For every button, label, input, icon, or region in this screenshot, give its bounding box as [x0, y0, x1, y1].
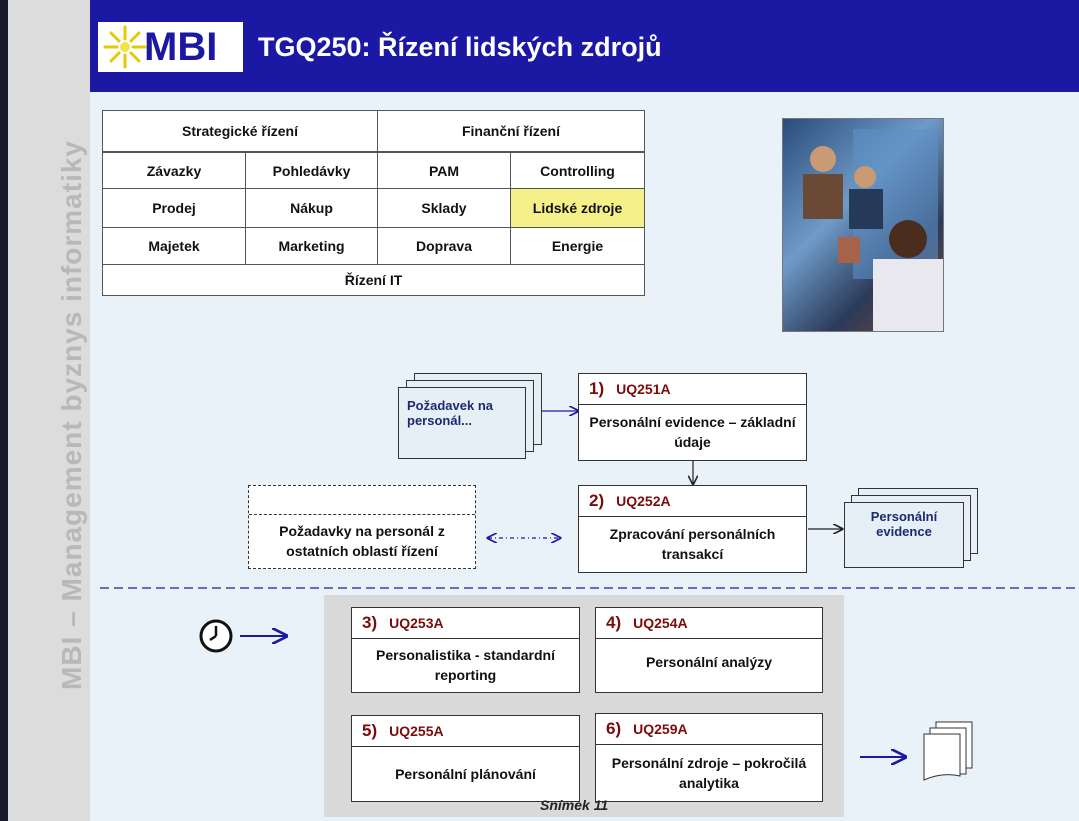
box-5-number: 5)	[362, 721, 378, 740]
box-2-code: UQ252A	[616, 493, 671, 509]
process-box-3: 3) UQ253A Personalistika - standardní rep…	[351, 607, 580, 693]
cell-energie: Energie	[510, 227, 645, 265]
document-stack-icon	[923, 721, 973, 781]
cell-nakup: Nákup	[245, 188, 378, 228]
box-6-header: 6) UQ259A	[596, 714, 822, 745]
sun-icon	[103, 25, 147, 69]
header-bar: MBI TGQ250: Řízení lidských zdrojů	[90, 0, 1079, 92]
cell-pohledavky: Pohledávky	[245, 152, 378, 189]
left-sidebar: MBI – Management byznys informatiky	[0, 0, 90, 821]
box-1-number: 1)	[589, 379, 605, 398]
cell-lidske-zdroje: Lidské zdroje	[510, 188, 645, 228]
box-2-header: 2) UQ252A	[579, 486, 806, 517]
box-4-text: Personální analýzy	[645, 654, 773, 670]
cell-rizeni-it: Řízení IT	[102, 264, 645, 296]
cell-financial: Finanční řízení	[377, 110, 645, 152]
cell-strategic: Strategické řízení	[102, 110, 378, 152]
box-3-text: Personalistika - standardní reporting	[376, 647, 555, 683]
output-doc-front: Personální evidence	[844, 502, 964, 568]
process-box-1: 1) UQ251A Personální evidence – základní …	[578, 373, 807, 461]
box-3-code: UQ253A	[389, 615, 444, 631]
box-2-text: Zpracování personálních transakcí	[609, 526, 776, 562]
process-box-5: 5) UQ255A Personální plánování	[351, 715, 580, 802]
box-1-code: UQ251A	[616, 381, 671, 397]
cell-majetek: Majetek	[102, 227, 246, 265]
other-areas-box: Požadavky na personál z ostatních oblast…	[248, 485, 476, 569]
box-1-text: Personální evidence – základní údaje	[589, 414, 796, 450]
box-4-code: UQ254A	[633, 615, 688, 631]
input-doc-front: Požadavek na personál...	[398, 387, 526, 459]
page-title: TGQ250: Řízení lidských zdrojů	[258, 32, 662, 62]
other-areas-header	[249, 486, 475, 515]
cell-zavazky: Závazky	[102, 152, 246, 189]
cell-prodej: Prodej	[102, 188, 246, 228]
box-5-header: 5) UQ255A	[352, 716, 579, 747]
box-3-header: 3) UQ253A	[352, 608, 579, 639]
logo-text: MBI	[144, 24, 218, 69]
process-box-4: 4) UQ254A Personální analýzy	[595, 607, 823, 693]
box-4-number: 4)	[606, 613, 622, 632]
clock-icon	[199, 619, 233, 653]
slide-number: Snímek 11	[540, 797, 609, 813]
process-box-2: 2) UQ252A Zpracování personálních transak…	[578, 485, 807, 573]
other-areas-text: Požadavky na personál z ostatních oblast…	[279, 523, 445, 559]
box-4-header: 4) UQ254A	[596, 608, 822, 639]
people-meeting-photo	[782, 118, 944, 332]
photo-illustration	[803, 129, 943, 331]
box-6-text: Personální zdroje – pokročilá analytika	[611, 754, 807, 791]
output-doc-label: Personální evidence	[870, 509, 938, 539]
box-5-text: Personální plánování	[395, 765, 536, 782]
cell-sklady: Sklady	[377, 188, 511, 228]
mbi-logo: MBI	[98, 22, 243, 72]
cell-pam: PAM	[377, 152, 511, 189]
box-3-number: 3)	[362, 613, 378, 632]
cell-controlling: Controlling	[510, 152, 645, 189]
cell-marketing: Marketing	[245, 227, 378, 265]
box-5-code: UQ255A	[389, 723, 444, 739]
vertical-brand-text: MBI – Management byznys informatiky	[56, 139, 87, 690]
box-6-code: UQ259A	[633, 721, 688, 737]
process-box-6: 6) UQ259A Personální zdroje – pokročilá a…	[595, 713, 823, 802]
input-doc-label: Požadavek na personál...	[407, 398, 493, 428]
box-1-header: 1) UQ251A	[579, 374, 806, 405]
cell-doprava: Doprava	[377, 227, 511, 265]
box-2-number: 2)	[589, 491, 605, 510]
box-6-number: 6)	[606, 719, 622, 738]
